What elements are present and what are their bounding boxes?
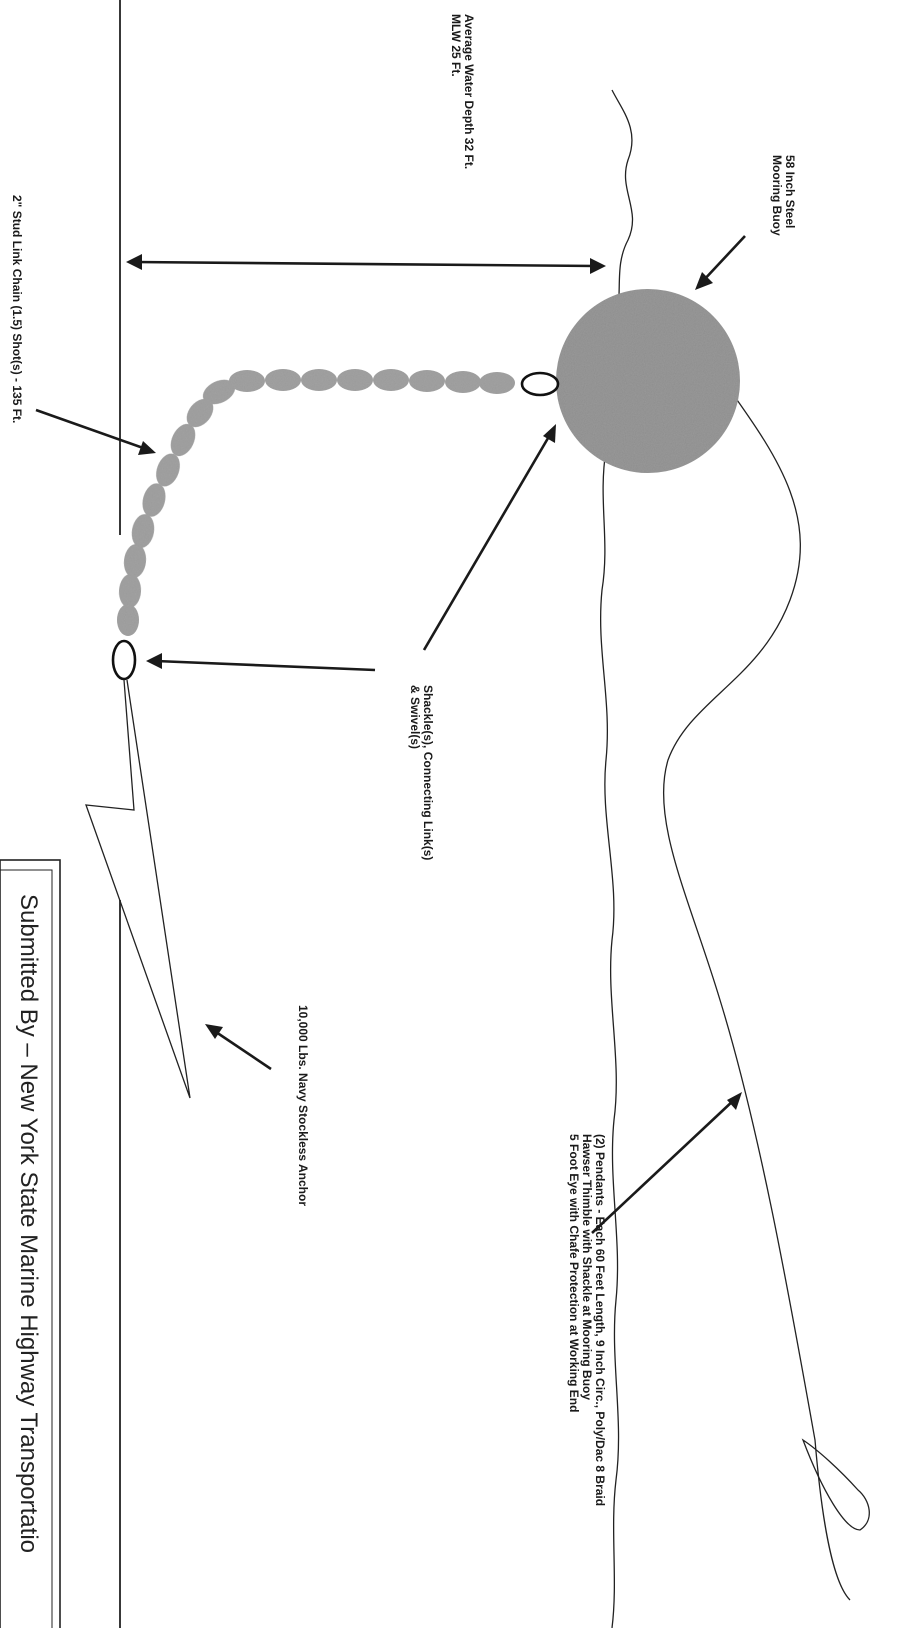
- pendant-label-line3: 5 Foot Eye with Chafe Protection at Work…: [567, 1134, 581, 1412]
- chain-link: [202, 379, 236, 405]
- submitted-by-box: Submitted By – New York State Marine Hig…: [0, 859, 61, 1628]
- pendant-eye: [801, 1438, 870, 1531]
- buoy-label-line1: 58 Inch Steel: [783, 155, 797, 228]
- shackle-pointer-arrow-lower: [146, 653, 376, 672]
- mooring-buoy: [556, 289, 740, 473]
- chain-link: [409, 370, 445, 392]
- pendant-label-line1: (2) Pendants - Each 60 Feet Length, 9 In…: [593, 1134, 607, 1506]
- chain-link: [170, 423, 196, 457]
- chain: [117, 369, 515, 636]
- shackle-label-line1: Shackle(s), Connecting Link(s): [421, 685, 435, 860]
- chain-link: [479, 372, 515, 394]
- chain-link: [301, 369, 337, 391]
- chain-link: [373, 369, 409, 391]
- chain-link: [229, 370, 265, 392]
- shackle-label-line2: & Swivel(s): [408, 685, 422, 749]
- chain-link: [142, 483, 166, 517]
- chain-link: [123, 544, 147, 578]
- pendant-label-line2: Hawser Thimble with Shackle at Mooring B…: [580, 1134, 594, 1400]
- chain-link: [117, 604, 139, 636]
- shackle-bottom: [111, 639, 137, 681]
- water-depth-label: Average Water Depth 32 Ft.: [462, 14, 476, 169]
- water-surface-line: [599, 89, 634, 1628]
- anchor-label: 10,000 Lbs. Navy Stockless Anchor: [296, 1005, 310, 1206]
- depth-arrow: [126, 254, 606, 274]
- chain-link: [118, 574, 142, 608]
- chain-link: [131, 514, 155, 548]
- shackle-top: [520, 371, 560, 397]
- submitted-by-text: Submitted By – New York State Marine Hig…: [15, 894, 42, 1553]
- anchor-pointer-arrow: [205, 1024, 272, 1071]
- chain-link: [265, 369, 301, 391]
- pendant-pointer-arrow: [591, 1092, 742, 1234]
- mlw-depth-label: MLW 25 Ft.: [449, 14, 463, 77]
- chain-link: [186, 398, 214, 428]
- navy-stockless-anchor: [85, 679, 191, 1099]
- shackle-pointer-arrow-upper: [422, 424, 556, 651]
- chain-link: [337, 369, 373, 391]
- buoy-pointer-arrow: [695, 235, 746, 290]
- chain-label: 2" Stud Link Chain (1.5) Shot(s) - 135 F…: [10, 195, 24, 423]
- chain-link: [445, 371, 481, 393]
- pendant-rope: [662, 389, 851, 1601]
- buoy-label-line2: Mooring Buoy: [770, 155, 784, 236]
- chain-pointer-arrow: [35, 408, 156, 455]
- chain-link: [156, 453, 180, 487]
